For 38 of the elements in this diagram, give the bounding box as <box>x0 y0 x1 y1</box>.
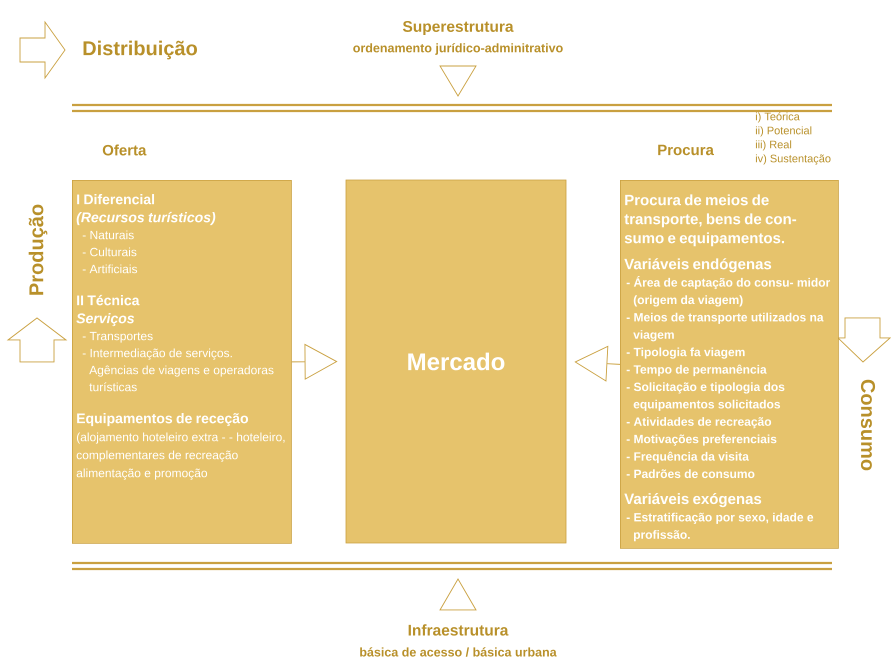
subheading: básica de acesso / básica urbana <box>360 647 557 657</box>
paragraph: (alojamento hoteleiro extra - - hoteleiro, complementares de recreação alimentação e promoção <box>76 432 285 480</box>
box-heading: Equipamentos de receção <box>77 413 248 426</box>
bullet-item: - Solicitação e tipologia dos equipamentos solicitados <box>626 382 784 411</box>
box-heading: (Recursos turísticos) <box>76 212 216 226</box>
box-heading: Procura de meios de transporte, bens de con- sumo e equipamentos. <box>624 194 796 246</box>
list-item: i) Teórica <box>756 112 800 123</box>
box-heading: II Técnica <box>77 294 140 306</box>
section-heading: Procura <box>658 144 714 156</box>
box-heading: I Diferencial <box>77 194 154 204</box>
bullet-item: - Transportes <box>82 332 153 343</box>
bullet-item: - Artificiais <box>82 264 138 274</box>
bullet-item: - Padrões de consumo <box>626 469 754 478</box>
bullet-item: - Tempo de permanência <box>626 364 767 376</box>
bullet-item: - Meios de transporte utilizados na viagem <box>626 312 824 342</box>
box-heading: Variáveis endógenas <box>624 258 772 272</box>
heading: Infraestrutura <box>408 624 508 636</box>
bullet-item: - Atividades de recreação <box>626 417 772 428</box>
list-item: iv) Sustentação <box>756 154 831 165</box>
box-heading: Serviços <box>76 313 134 326</box>
side-label: Consumo <box>860 380 876 470</box>
heading: Superestrutura <box>402 20 514 35</box>
box-heading: Variáveis exógenas <box>624 492 762 508</box>
bullet-item: - Frequência da visita <box>626 452 749 464</box>
section-heading: Oferta <box>102 144 146 156</box>
market-box: Mercado <box>346 180 566 544</box>
bullet-item: - Estratificação por sexo, idade e profissão. <box>626 512 814 542</box>
subheading: ordenamento jurídico-adminitrativo <box>353 43 563 55</box>
bullet-item: - Motivações preferenciais <box>626 434 776 446</box>
bullet-item: - Tipologia fa viagem <box>626 348 745 359</box>
bullet-item: - Área de captação do consu- midor (origem da viagem) <box>626 276 830 307</box>
list-item: ii) Potencial <box>756 126 812 137</box>
bullet-item: - Naturais <box>82 230 134 240</box>
heading: Distribuição <box>84 40 197 60</box>
side-label: Produção <box>28 204 48 295</box>
list-item: iii) Real <box>756 140 792 151</box>
bullet-item: - Intermediação de serviços. Agências de viagens e operadoras turísticas <box>82 348 274 392</box>
bullet-item: - Culturais <box>82 248 136 256</box>
